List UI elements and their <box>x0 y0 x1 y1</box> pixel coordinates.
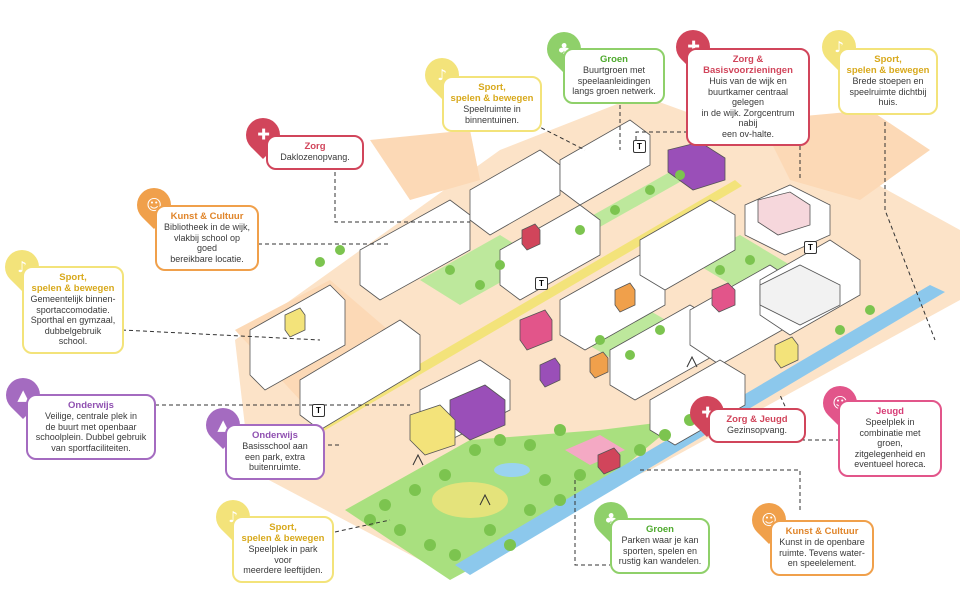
callout-title: Zorg <box>304 141 326 152</box>
callout-text: Bibliotheek in de wijk, vlakbij school o… <box>163 222 251 264</box>
callout-title: Jeugd <box>876 406 904 417</box>
callout-title: Sport, spelen & bewegen <box>31 272 115 294</box>
callout-box: Sport, spelen & bewegen Speelplek in par… <box>232 516 334 583</box>
transit-stop-sign: T <box>535 277 548 290</box>
callout-text: Kunst in de openbare ruimte. Tevens wate… <box>779 537 865 568</box>
callout-title: Zorg & Basisvoorzieningen <box>703 54 793 76</box>
callout-text: Buurtgroen met speelaanleidingen langs g… <box>572 65 656 96</box>
callout-title: Sport, spelen & bewegen <box>450 82 534 104</box>
callout-box: Zorg & Jeugd Gezinsopvang. <box>708 408 806 443</box>
callout-title: Onderwijs <box>68 400 114 411</box>
playground-patch <box>432 482 508 518</box>
transit-stop-sign: T <box>633 140 646 153</box>
callout-title: Kunst & Cultuur <box>170 211 244 222</box>
callout-title: Onderwijs <box>252 430 298 441</box>
callout-text: Brede stoepen en speelruimte dichtbij hu… <box>849 76 927 107</box>
callout-box: Sport, spelen & bewegen Brede stoepen en… <box>838 48 938 115</box>
callout-box: Kunst & Cultuur Kunst in de openbare rui… <box>770 520 874 576</box>
callout-box: Sport, spelen & bewegen Gemeentelijk bin… <box>22 266 124 354</box>
facility-buildings <box>284 141 811 475</box>
callout-box: Zorg Daklozenopvang. <box>266 135 364 170</box>
callout-text: Basisschool aan een park, extra buitenru… <box>242 441 308 472</box>
callout-text: Speelplek in park voor meerdere leeftijd… <box>243 544 323 575</box>
callout-title: Sport, spelen & bewegen <box>241 522 325 544</box>
callout-text: Veilige, centrale plek in de buurt met o… <box>35 411 147 453</box>
callout-text: Parken waar je kan sporten, spelen en ru… <box>618 535 702 566</box>
callout-box: Onderwijs Veilige, centrale plek in de b… <box>26 394 156 460</box>
fountain <box>494 463 530 477</box>
callout-box: Groen Buurtgroen met speelaanleidingen l… <box>563 48 665 104</box>
callout-title: Sport, spelen & bewegen <box>846 54 930 76</box>
callout-box: Zorg & Basisvoorzieningen Huis van de wi… <box>686 48 810 146</box>
callout-title: Kunst & Cultuur <box>785 526 859 537</box>
callout-text: Huis van de wijk en buurtkamer centraal … <box>701 76 795 139</box>
callout-text: Daklozenopvang. <box>280 152 350 162</box>
callout-title: Zorg & Jeugd <box>726 414 788 425</box>
ground-area-upper-left <box>370 130 480 200</box>
callout-text: Speelruimte in binnentuinen. <box>463 104 521 125</box>
callout-text: Speelplek in combinatie met groen, zitge… <box>854 417 926 469</box>
trees <box>315 170 875 561</box>
callout-title: Groen <box>600 54 628 65</box>
transit-stop-sign: T <box>804 241 817 254</box>
callout-title: Groen <box>646 524 674 535</box>
main-street <box>315 180 742 432</box>
callout-box: Groen Parken waar je kan sporten, spelen… <box>610 518 710 574</box>
callout-box: Kunst & Cultuur Bibliotheek in de wijk, … <box>155 205 259 271</box>
swing-set <box>412 355 698 506</box>
callout-text: Gezinsopvang. <box>726 425 788 435</box>
callout-box: Onderwijs Basisschool aan een park, extr… <box>225 424 325 480</box>
transit-stop-sign: T <box>312 404 325 417</box>
callout-text: Gemeentelijk binnen- sportaccomodatie. S… <box>30 294 116 346</box>
callout-box: Sport, spelen & bewegen Speelruimte in b… <box>442 76 542 132</box>
terrace-pink <box>565 435 625 465</box>
callout-box: Jeugd Speelplek in combinatie met groen,… <box>838 400 942 477</box>
